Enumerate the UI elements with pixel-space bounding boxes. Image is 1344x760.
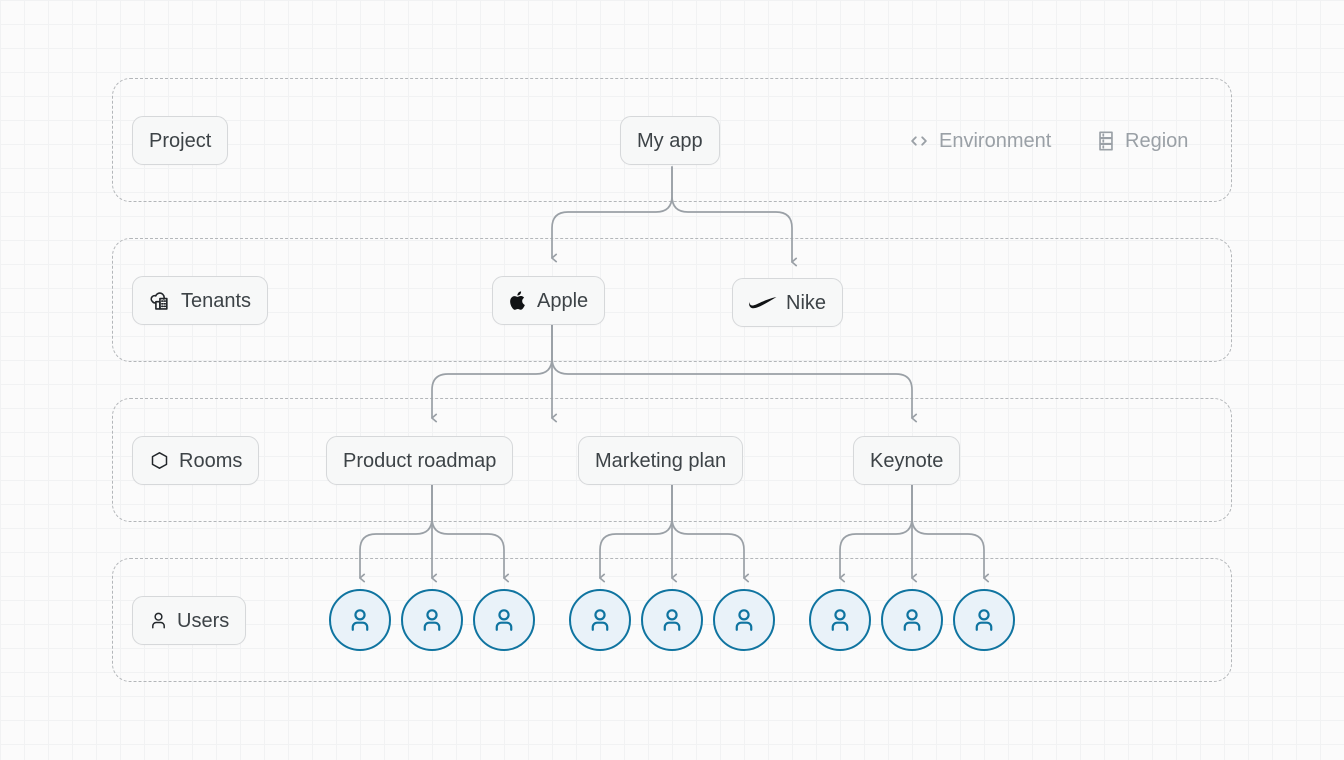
person-icon	[351, 609, 369, 631]
meta-environment-label: Environment	[939, 130, 1052, 152]
meta-environment[interactable]: Environment	[908, 130, 1051, 152]
node-tenant-nike-label: Nike	[786, 291, 827, 314]
user-avatar[interactable]	[881, 589, 943, 651]
code-brackets-icon	[908, 130, 930, 152]
node-my-app-label: My app	[637, 129, 703, 152]
user-avatar[interactable]	[713, 589, 775, 651]
node-tenant-apple[interactable]: Apple	[492, 276, 606, 325]
nike-swoosh-icon	[749, 296, 777, 310]
node-room-marketing-plan-label: Marketing plan	[595, 449, 727, 472]
meta-region[interactable]: Region	[1096, 130, 1188, 152]
row-label-tenants[interactable]: Tenants	[132, 276, 269, 325]
node-tenant-nike[interactable]: Nike	[732, 278, 844, 327]
node-room-keynote-label: Keynote	[870, 449, 944, 472]
node-room-product-roadmap-label: Product roadmap	[343, 449, 497, 472]
user-avatar[interactable]	[953, 589, 1015, 651]
person-icon	[591, 609, 609, 631]
person-icon	[975, 609, 993, 631]
user-avatar[interactable]	[641, 589, 703, 651]
user-avatar[interactable]	[569, 589, 631, 651]
row-label-project[interactable]: Project	[132, 116, 229, 165]
row-label-users[interactable]: Users	[132, 596, 247, 645]
apple-logo-icon	[509, 289, 528, 312]
person-icon	[149, 610, 168, 631]
hexagon-icon	[149, 450, 170, 471]
user-avatar[interactable]	[809, 589, 871, 651]
node-room-keynote[interactable]: Keynote	[853, 436, 961, 485]
row-label-tenants-text: Tenants	[181, 289, 252, 312]
user-avatar[interactable]	[401, 589, 463, 651]
node-my-app[interactable]: My app	[620, 116, 720, 165]
person-icon	[831, 609, 849, 631]
meta-region-label: Region	[1125, 130, 1189, 152]
node-room-product-roadmap[interactable]: Product roadmap	[326, 436, 514, 485]
row-label-rooms-text: Rooms	[179, 449, 243, 472]
row-label-rooms[interactable]: Rooms	[132, 436, 260, 485]
person-icon	[663, 609, 681, 631]
node-tenant-apple-label: Apple	[537, 289, 589, 312]
server-rack-icon	[1096, 130, 1116, 152]
user-avatar[interactable]	[329, 589, 391, 651]
row-band-tenants	[112, 238, 1232, 362]
node-room-marketing-plan[interactable]: Marketing plan	[578, 436, 744, 485]
row-label-project-text: Project	[149, 129, 212, 152]
person-icon	[423, 609, 441, 631]
row-label-users-text: Users	[177, 609, 230, 632]
cloud-building-icon	[149, 289, 172, 312]
person-icon	[495, 609, 513, 631]
user-avatar[interactable]	[473, 589, 535, 651]
person-icon	[903, 609, 921, 631]
person-icon	[735, 609, 753, 631]
